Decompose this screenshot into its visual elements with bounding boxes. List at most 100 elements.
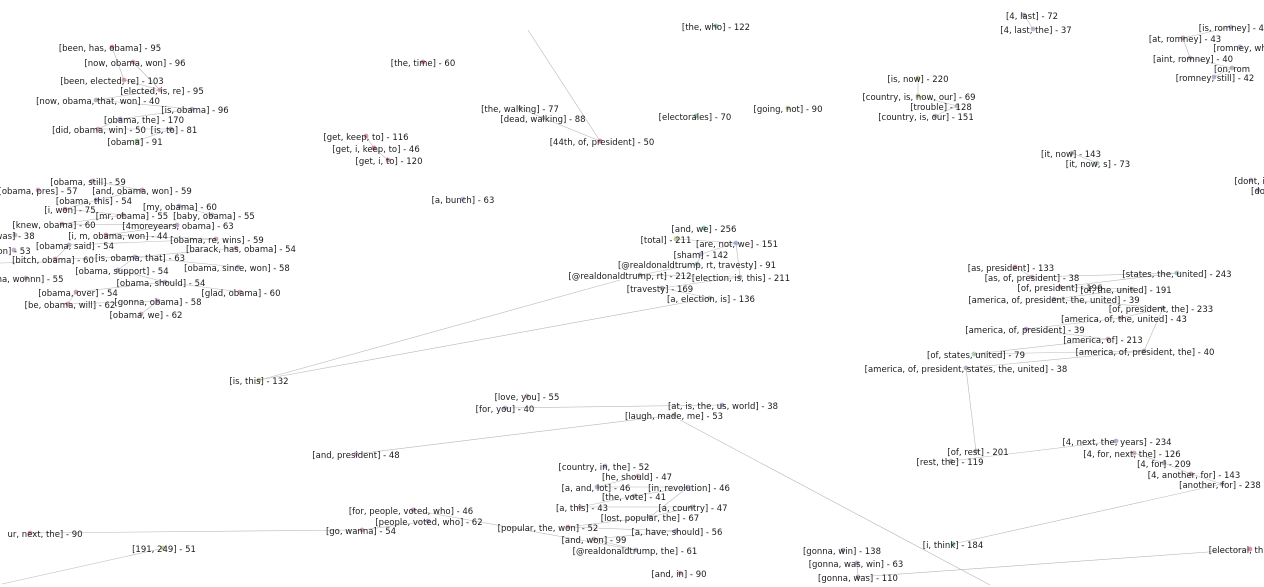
graph-node-marker[interactable] xyxy=(256,377,262,383)
graph-node-marker[interactable] xyxy=(540,115,546,121)
graph-node-marker[interactable] xyxy=(89,178,95,184)
graph-node-marker[interactable] xyxy=(425,518,431,524)
graph-node-marker[interactable] xyxy=(213,236,219,242)
graph-node-marker[interactable] xyxy=(1255,187,1261,193)
graph-node-marker[interactable] xyxy=(134,138,140,144)
graph-node-marker[interactable] xyxy=(1248,177,1254,183)
graph-node-marker[interactable] xyxy=(66,242,72,248)
graph-node-marker[interactable] xyxy=(139,187,145,193)
graph-node-marker[interactable] xyxy=(565,524,571,530)
graph-node-marker[interactable] xyxy=(631,493,637,499)
graph-node-marker[interactable] xyxy=(1180,35,1186,41)
graph-node-marker[interactable] xyxy=(673,528,679,534)
graph-node-marker[interactable] xyxy=(12,232,18,238)
graph-node-marker[interactable] xyxy=(52,256,58,262)
graph-node-marker[interactable] xyxy=(1247,546,1253,552)
graph-node-marker[interactable] xyxy=(1174,270,1180,276)
graph-node-marker[interactable] xyxy=(371,145,377,151)
graph-node-marker[interactable] xyxy=(235,264,241,270)
graph-node-marker[interactable] xyxy=(719,402,725,408)
graph-node-marker[interactable] xyxy=(973,448,979,454)
graph-node-marker[interactable] xyxy=(117,116,123,122)
graph-node-marker[interactable] xyxy=(420,59,426,65)
graph-node-marker[interactable] xyxy=(1160,305,1166,311)
graph-node-marker[interactable] xyxy=(733,240,739,246)
graph-node-marker[interactable] xyxy=(693,113,699,119)
graph-node-marker[interactable] xyxy=(1211,74,1217,80)
graph-node-marker[interactable] xyxy=(698,251,704,257)
graph-node-marker[interactable] xyxy=(1113,438,1119,444)
graph-node-marker[interactable] xyxy=(1219,481,1225,487)
graph-node-marker[interactable] xyxy=(1237,44,1243,50)
graph-node-marker[interactable] xyxy=(120,212,126,218)
graph-node-marker[interactable] xyxy=(647,514,653,520)
graph-node-marker[interactable] xyxy=(1129,286,1135,292)
graph-node-marker[interactable] xyxy=(694,261,700,267)
graph-node-marker[interactable] xyxy=(160,545,166,551)
graph-node-marker[interactable] xyxy=(671,412,677,418)
graph-node-marker[interactable] xyxy=(677,570,683,576)
graph-node-marker[interactable] xyxy=(130,59,136,65)
graph-node-marker[interactable] xyxy=(237,289,243,295)
graph-node-marker[interactable] xyxy=(602,463,608,469)
graph-node-marker[interactable] xyxy=(1228,24,1234,30)
graph-node-marker[interactable] xyxy=(1030,26,1036,32)
graph-node-marker[interactable] xyxy=(385,157,391,163)
graph-node-marker[interactable] xyxy=(1094,160,1100,166)
graph-node-marker[interactable] xyxy=(109,44,115,50)
graph-node-marker[interactable] xyxy=(635,473,641,479)
graph-node-marker[interactable] xyxy=(1229,65,1235,71)
graph-node-marker[interactable] xyxy=(915,75,921,81)
graph-node-marker[interactable] xyxy=(363,133,369,139)
graph-node-marker[interactable] xyxy=(1161,460,1167,466)
graph-node-marker[interactable] xyxy=(174,222,180,228)
graph-node-marker[interactable] xyxy=(115,267,121,273)
graph-node-marker[interactable] xyxy=(840,547,846,553)
graph-node-marker[interactable] xyxy=(1057,284,1063,290)
graph-node-marker[interactable] xyxy=(95,126,101,132)
graph-node-marker[interactable] xyxy=(353,451,359,457)
graph-node-marker[interactable] xyxy=(233,245,239,251)
graph-node-marker[interactable] xyxy=(963,365,969,371)
graph-node-marker[interactable] xyxy=(132,254,138,260)
graph-node-marker[interactable] xyxy=(27,530,33,536)
graph-node-marker[interactable] xyxy=(597,138,603,144)
graph-node-marker[interactable] xyxy=(168,126,174,132)
graph-node-marker[interactable] xyxy=(1051,296,1057,302)
graph-node-marker[interactable] xyxy=(701,225,707,231)
graph-node-marker[interactable] xyxy=(591,536,597,542)
graph-node-marker[interactable] xyxy=(157,87,163,93)
graph-node-marker[interactable] xyxy=(594,484,600,490)
graph-node-marker[interactable] xyxy=(209,212,215,218)
graph-node-marker[interactable] xyxy=(59,221,65,227)
graph-node-marker[interactable] xyxy=(737,274,743,280)
graph-node-marker[interactable] xyxy=(103,232,109,238)
graph-node-marker[interactable] xyxy=(176,203,182,209)
graph-node-marker[interactable] xyxy=(854,560,860,566)
graph-node-marker[interactable] xyxy=(11,247,17,253)
graph-node-marker[interactable] xyxy=(62,206,68,212)
graph-node-marker[interactable] xyxy=(713,23,719,29)
graph-node-marker[interactable] xyxy=(1029,274,1035,280)
graph-node-marker[interactable] xyxy=(1188,471,1194,477)
graph-node-marker[interactable] xyxy=(524,393,530,399)
graph-node-marker[interactable] xyxy=(689,504,695,510)
graph-node-marker[interactable] xyxy=(785,105,791,111)
graph-node-marker[interactable] xyxy=(94,197,100,203)
graph-node-marker[interactable] xyxy=(673,236,679,242)
graph-node-marker[interactable] xyxy=(1023,326,1029,332)
graph-node-marker[interactable] xyxy=(637,272,643,278)
graph-node-marker[interactable] xyxy=(410,507,416,513)
graph-node-marker[interactable] xyxy=(707,295,713,301)
graph-node-marker[interactable] xyxy=(121,77,127,83)
graph-node-marker[interactable] xyxy=(950,541,956,547)
graph-node-marker[interactable] xyxy=(1021,12,1027,18)
graph-node-marker[interactable] xyxy=(932,113,938,119)
graph-node-marker[interactable] xyxy=(1012,264,1018,270)
graph-node-marker[interactable] xyxy=(460,196,466,202)
graph-node-marker[interactable] xyxy=(155,298,161,304)
graph-node-marker[interactable] xyxy=(1131,450,1137,456)
graph-node-marker[interactable] xyxy=(855,574,861,580)
graph-node-marker[interactable] xyxy=(138,311,144,317)
graph-node-marker[interactable] xyxy=(35,187,41,193)
